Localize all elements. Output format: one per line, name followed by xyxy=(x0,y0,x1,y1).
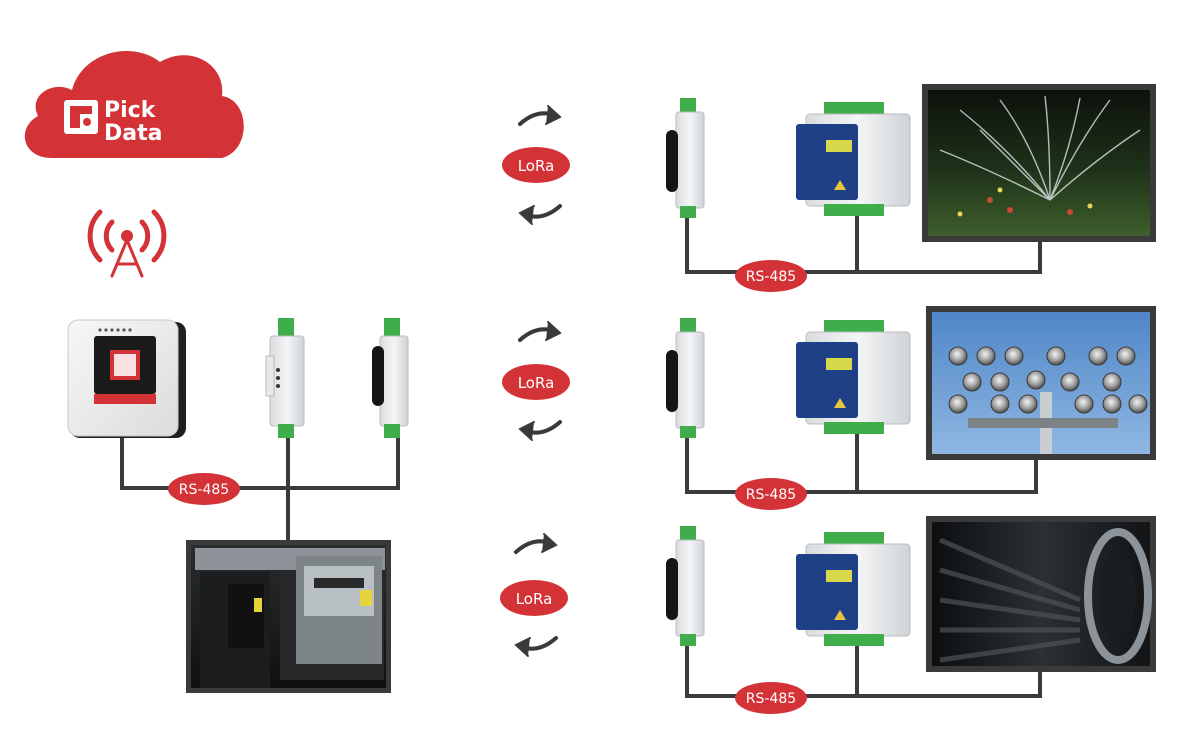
pickdata-logo-mark xyxy=(64,100,98,134)
remote-node-1: RS-485 xyxy=(666,84,1156,292)
lora-label: LoRa xyxy=(516,590,553,608)
turbine-blades-photo xyxy=(926,516,1156,672)
rs485-wiring xyxy=(685,428,1038,494)
gateway-device xyxy=(67,319,186,438)
sync-arrow-icon xyxy=(514,533,558,657)
rs485-label: RS-485 xyxy=(746,691,796,707)
rs485-wiring xyxy=(685,210,1042,274)
din-module-lora xyxy=(666,98,705,218)
lora-link-1: LoRa xyxy=(502,105,570,225)
energy-analyzer xyxy=(796,320,911,434)
din-module-lora xyxy=(372,318,409,438)
left-rs485-badge: RS-485 xyxy=(168,473,240,505)
rs485-label: RS-485 xyxy=(179,482,229,498)
din-module-lora xyxy=(666,526,705,646)
antenna-icon xyxy=(372,346,384,406)
radio-tower-icon xyxy=(87,209,167,278)
cloud-logo: Pick Data xyxy=(24,51,244,158)
garden-sprinkler-photo xyxy=(922,84,1156,242)
lora-link-3: LoRa xyxy=(500,533,568,657)
din-module-lora xyxy=(666,318,705,438)
energy-analyzer xyxy=(796,102,911,216)
remote-node-2: RS-485 xyxy=(666,306,1156,510)
din-module-io xyxy=(265,318,305,438)
energy-analyzer xyxy=(796,532,911,646)
logo-text-line2: Data xyxy=(104,121,162,146)
lora-link-2: LoRa xyxy=(502,321,570,441)
lora-label: LoRa xyxy=(518,157,555,175)
rs485-label: RS-485 xyxy=(746,269,796,285)
sync-arrow-icon xyxy=(518,105,562,225)
left-rs485-wiring xyxy=(120,436,400,542)
sync-arrow-icon xyxy=(518,321,562,441)
electricity-meters-photo xyxy=(186,540,391,693)
rs485-wiring xyxy=(685,640,1042,698)
lora-label: LoRa xyxy=(518,374,555,392)
rs485-label: RS-485 xyxy=(746,487,796,503)
remote-node-3: RS-485 xyxy=(666,516,1156,714)
logo-text-line1: Pick xyxy=(104,98,157,123)
stadium-floodlights-photo xyxy=(926,306,1156,460)
